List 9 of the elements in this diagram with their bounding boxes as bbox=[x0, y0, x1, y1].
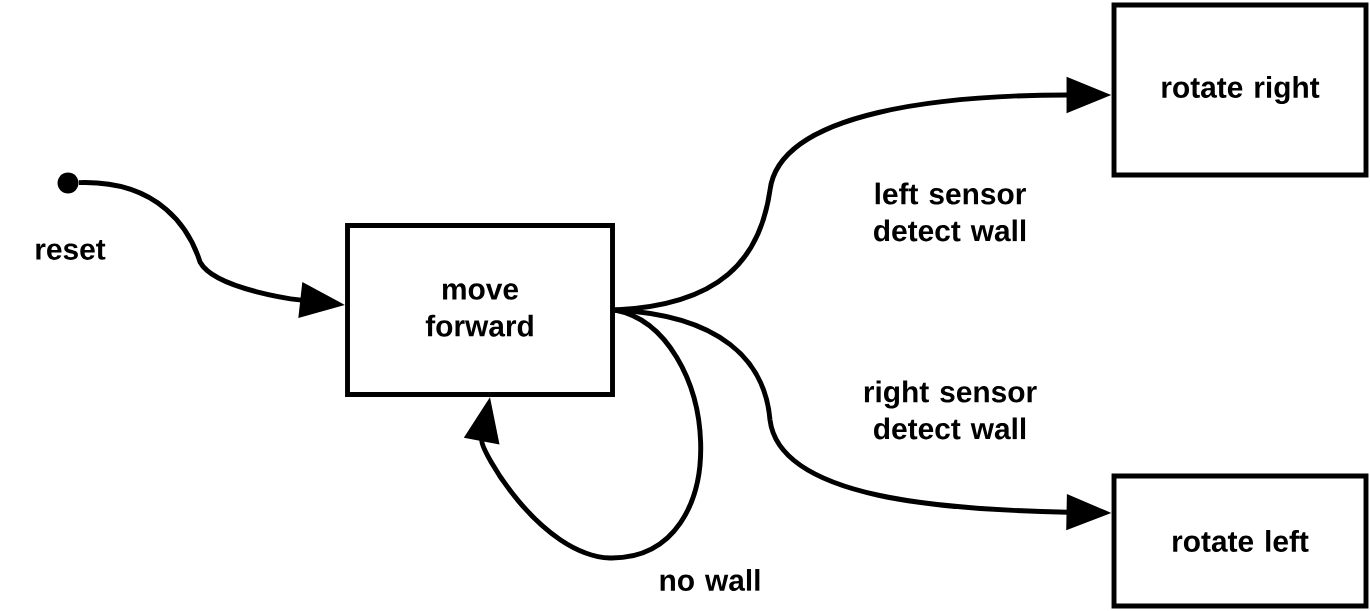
state-box: rotate left bbox=[1111, 473, 1369, 609]
edge-label: no wall bbox=[660, 569, 760, 591]
edge-label: left sensor detect wall bbox=[874, 182, 1026, 242]
arrow bbox=[463, 307, 704, 561]
start-dot bbox=[57, 172, 79, 194]
state-box: move forward bbox=[345, 223, 615, 397]
edge-label: right sensor detect wall bbox=[864, 380, 1037, 440]
state-box: rotate right bbox=[1111, 2, 1369, 178]
start-label: reset bbox=[36, 240, 106, 260]
